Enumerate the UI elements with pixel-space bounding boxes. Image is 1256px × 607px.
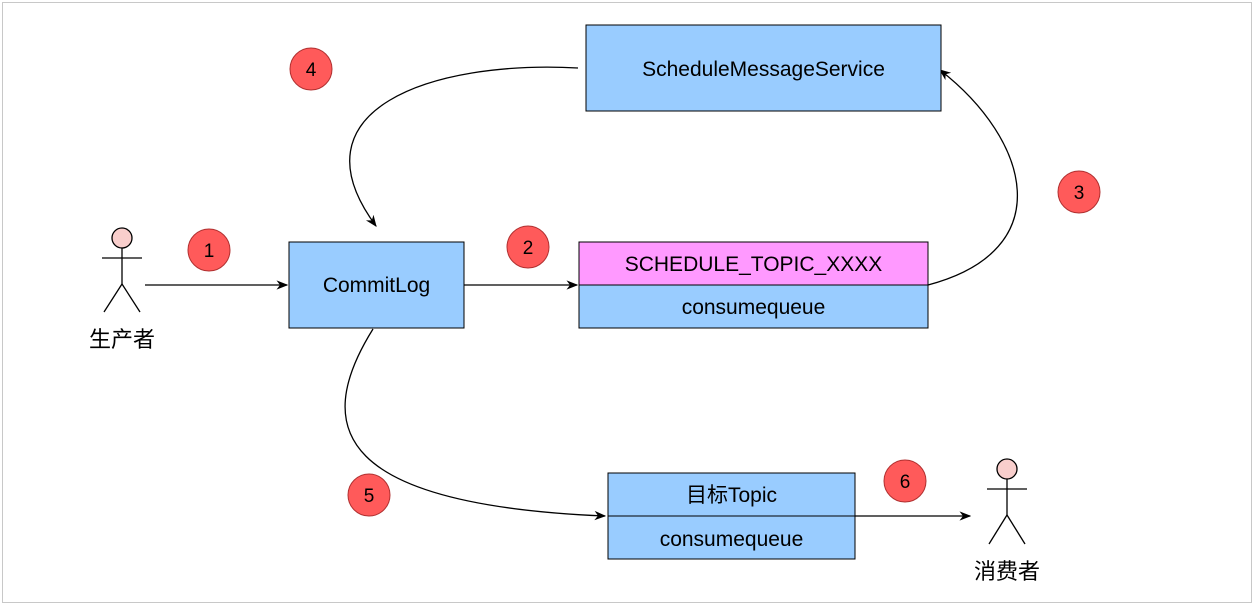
- step-badge-4: 4: [289, 47, 333, 91]
- step-3-label: 3: [1074, 183, 1085, 204]
- schedule-consumequeue-label: consumequeue: [682, 296, 826, 319]
- step-4-label: 4: [306, 60, 317, 81]
- edge-schedule-topic-to-service: [927, 69, 1018, 286]
- target-topic-node: 目标Topic consumequeue: [607, 472, 856, 560]
- schedule-message-service-label: ScheduleMessageService: [642, 58, 885, 81]
- commitlog-node: CommitLog: [288, 241, 465, 329]
- target-topic-label: 目标Topic: [686, 484, 777, 507]
- step-badge-2: 2: [506, 225, 550, 269]
- step-badge-5: 5: [347, 473, 391, 517]
- schedule-message-service-node: ScheduleMessageService: [585, 24, 942, 112]
- consumer-label: 消费者: [974, 560, 1040, 585]
- step-5-label: 5: [364, 486, 375, 507]
- target-consumequeue-label: consumequeue: [660, 528, 804, 551]
- step-1-label: 1: [204, 241, 215, 262]
- edge-service-to-commitlog: [349, 66, 579, 227]
- schedule-topic-node: SCHEDULE_TOPIC_XXXX consumequeue: [578, 241, 929, 329]
- schedule-topic-label: SCHEDULE_TOPIC_XXXX: [625, 253, 883, 276]
- commitlog-label: CommitLog: [323, 274, 430, 297]
- producer-head-icon: [111, 227, 133, 249]
- producer-actor: 生产者: [89, 227, 155, 353]
- step-2-label: 2: [523, 238, 534, 259]
- edge-commitlog-to-target-topic: [344, 328, 607, 521]
- step-badge-3: 3: [1057, 170, 1101, 214]
- step-6-label: 6: [900, 472, 911, 493]
- consumer-actor: 消费者: [974, 458, 1040, 585]
- producer-label: 生产者: [89, 328, 155, 353]
- consumer-head-icon: [996, 458, 1018, 480]
- step-badge-6: 6: [883, 459, 927, 503]
- step-badge-1: 1: [187, 228, 231, 272]
